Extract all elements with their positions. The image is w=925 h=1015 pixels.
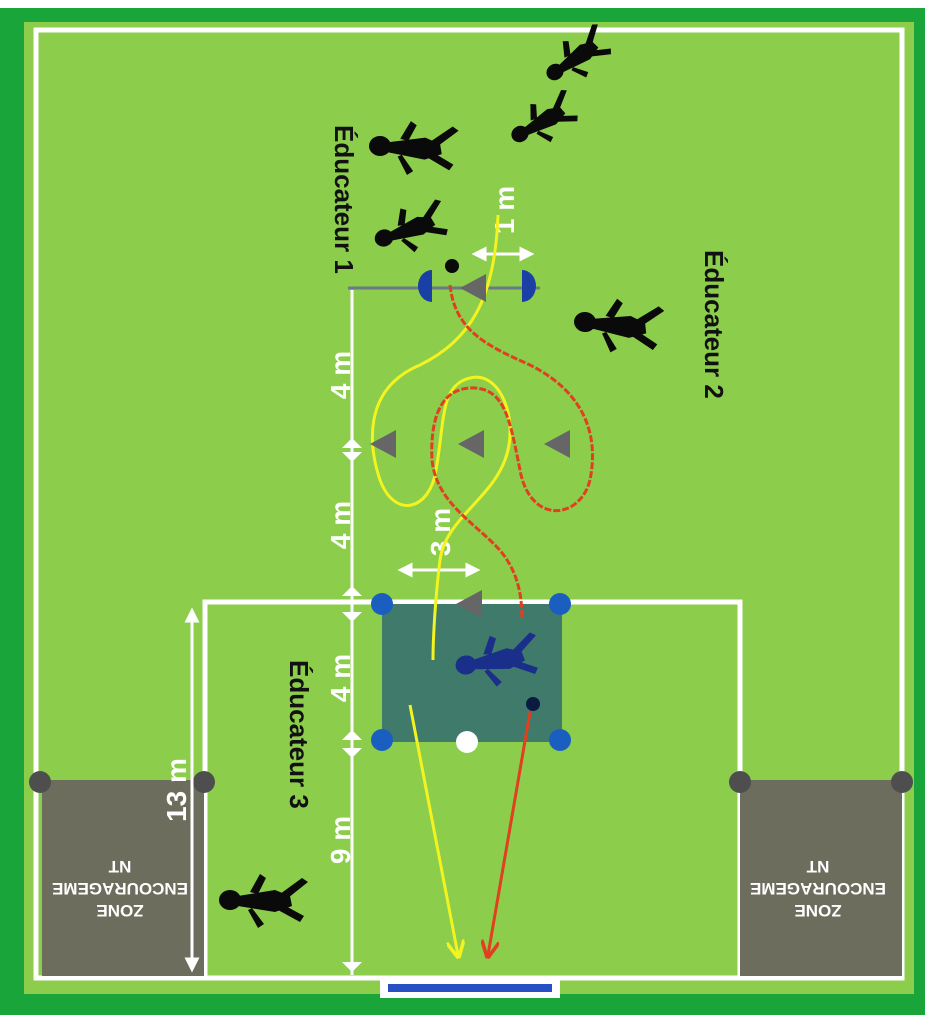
dim-1m: 1 m <box>489 186 520 234</box>
svg-text:Éducateur 1: Éducateur 1 <box>329 125 359 274</box>
educator-3-label: Éducateur 3 <box>284 660 314 809</box>
zone-right-line-3: NT <box>806 857 829 876</box>
zone-post <box>29 771 51 793</box>
dim-9m: 9 m <box>325 816 356 864</box>
zone-right-line-2: ENCOURAGEME <box>750 879 886 898</box>
zone-left-line-3: NT <box>108 857 131 876</box>
encouragement-zone-right <box>740 780 902 976</box>
blue-marker-icon <box>549 729 571 751</box>
svg-text:Éducateur 3: Éducateur 3 <box>284 660 314 809</box>
blue-marker-icon <box>371 729 393 751</box>
educator-2-label: Éducateur 2 <box>699 250 729 399</box>
goal-icon <box>388 984 552 992</box>
dim-4m-b: 4 m <box>325 501 356 549</box>
zone-left-line-1: ZONE <box>96 901 143 920</box>
zone-post <box>891 771 913 793</box>
dim-13m: 13 m <box>161 758 192 822</box>
blue-marker-icon <box>549 593 571 615</box>
zone-post <box>193 771 215 793</box>
ball-icon <box>456 731 478 753</box>
svg-text:Éducateur 2: Éducateur 2 <box>699 250 729 399</box>
zone-post <box>729 771 751 793</box>
educator-1-label: Éducateur 1 <box>329 125 359 274</box>
dim-4m-a: 4 m <box>325 351 356 399</box>
ball-icon <box>526 697 540 711</box>
zone-right-line-1: ZONE <box>794 901 841 920</box>
zone-left-line-2: ENCOURAGEME <box>52 879 188 898</box>
ball-icon <box>445 259 459 273</box>
blue-marker-icon <box>371 593 393 615</box>
dim-4m-c: 4 m <box>325 654 356 702</box>
